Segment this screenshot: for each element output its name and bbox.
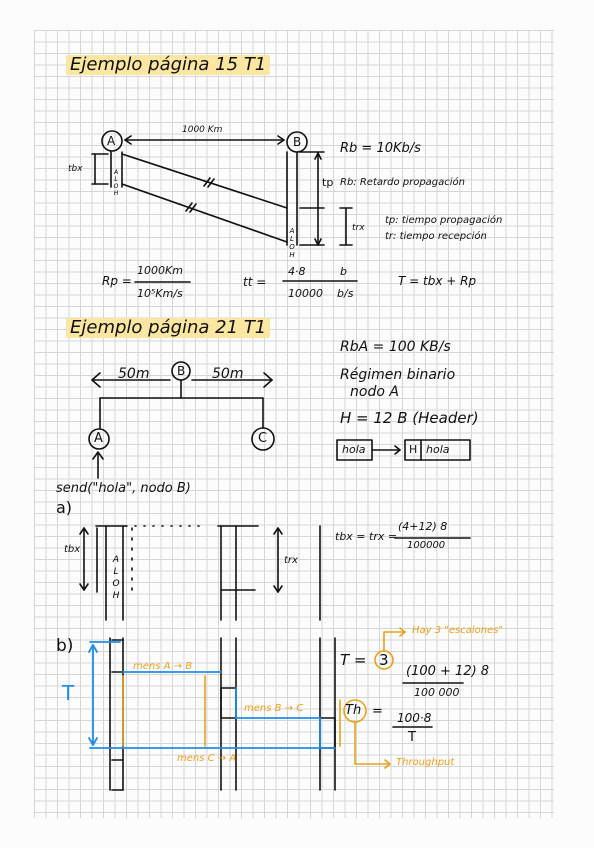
ex1-node-b: B <box>293 135 302 149</box>
ex1-diagram <box>91 130 358 283</box>
signal-bottom <box>121 183 288 243</box>
part-a-formula-den: 100000 <box>407 540 446 551</box>
ex2-box-hola2: hola <box>426 443 450 456</box>
part-b-hay-escalones: Hay 3 "escalones" <box>412 625 504 636</box>
ex2-diagram <box>88 361 471 479</box>
ex1-title: Ejemplo página 15 T1 <box>66 55 271 75</box>
part-b-mens-ab: mens A → B <box>133 661 193 672</box>
ex1-trx: trx <box>352 223 365 233</box>
ex2-rate: RbA = 100 KB/s <box>340 339 451 355</box>
part-b-T: T <box>62 681 75 705</box>
signal-top <box>121 153 288 209</box>
ex1-tbx: tbx <box>68 164 83 174</box>
part-a-formula-lhs: tbx = trx = <box>335 530 398 543</box>
part-b-th-eq: = <box>372 704 383 719</box>
ex1-note-retardo: Rb: Retardo propagación <box>340 177 466 188</box>
part-b-orange-annotations <box>122 627 406 769</box>
ex2-node-b: B <box>177 364 186 378</box>
part-b-three: 3 <box>379 651 389 669</box>
part-b-throughput: Throughput <box>396 757 455 768</box>
ex2-dist-left: 50m <box>118 366 150 382</box>
part-b-T-rest-den: 100 000 <box>414 686 460 699</box>
ex1-note-rb: Rb = 10Kb/s <box>340 141 421 156</box>
ex1-tp-mark: tp <box>322 176 334 189</box>
part-a-trx: trx <box>284 555 298 566</box>
ex1-rp-num: 1000Km <box>137 264 183 277</box>
ex2-send: send("hola", nodo B) <box>56 481 191 496</box>
ex1-total: T = tbx + Rp <box>398 274 477 288</box>
part-b-mens-bc: mens B → C <box>244 703 304 714</box>
part-b-mens-ca: mens C → A <box>177 753 237 764</box>
ex1-tt-den: 10000 <box>288 287 323 300</box>
ex2-regimen-1: Régimen binario <box>340 367 456 383</box>
part-b-T-rest-num: (100 + 12) 8 <box>406 664 490 679</box>
ex1-node-a: A <box>107 134 116 148</box>
ex1-note-tr: tr: tiempo recepción <box>385 231 487 242</box>
part-a-tbx: tbx <box>64 544 81 555</box>
ex2-dist-right: 50m <box>212 366 244 382</box>
ex1-tt-num: 4·8 <box>288 265 306 278</box>
part-b-blue-overlay <box>88 641 336 749</box>
part-b-th-den: T <box>408 730 416 745</box>
ex2-node-c: C <box>258 431 268 446</box>
ex2-box-h: H <box>409 443 418 456</box>
part-b-T-eq: T = <box>340 651 367 669</box>
part-b-th-num: 100·8 <box>397 711 432 725</box>
ex2-node-a: A <box>94 431 103 446</box>
ex1-tt-label: tt = <box>243 275 267 289</box>
ex1-tt-unit-den: b/s <box>337 287 354 300</box>
ex2-box-hola: hola <box>342 443 366 456</box>
part-b-th-label: Th <box>345 703 362 718</box>
ex1-rp-den: 10⁵Km/s <box>137 287 183 300</box>
ex2-regimen-2: nodo A <box>350 384 399 400</box>
ex2-header: H = 12 B (Header) <box>340 409 479 427</box>
ex1-note-tp: tp: tiempo propagación <box>385 215 503 226</box>
node-a-circle <box>101 130 123 152</box>
part-a-formula-num: (4+12) 8 <box>398 520 448 533</box>
ex1-distance: 1000 Km <box>182 125 223 135</box>
ex1-rp-label: Rp = <box>102 274 132 288</box>
ex1-tt-unit-num: b <box>340 265 347 278</box>
part-a-diagram <box>79 525 471 621</box>
ex2-title: Ejemplo página 21 T1 <box>66 318 271 338</box>
part-b-label: b) <box>56 636 74 656</box>
part-a-label: a) <box>56 498 73 517</box>
